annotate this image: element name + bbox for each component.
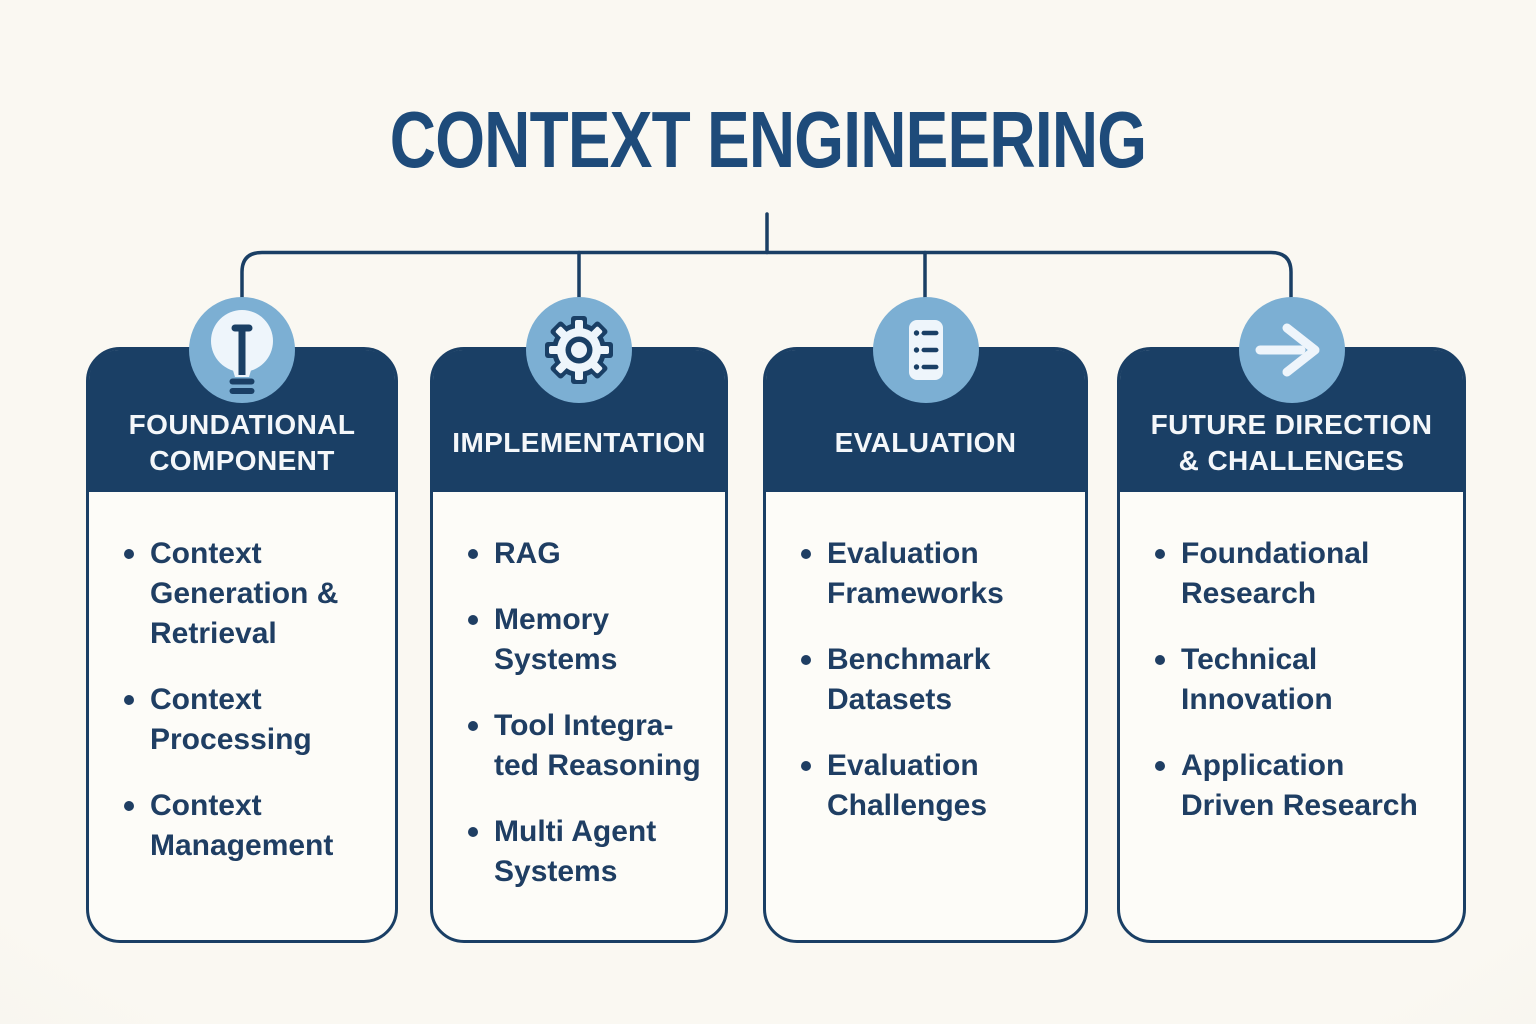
gear-icon	[545, 316, 613, 384]
list-item: Memory Systems	[467, 600, 711, 680]
card-header-title: EVALUATION	[834, 427, 1017, 458]
list-item: Context Management	[123, 786, 381, 866]
list-item: Technical Innovation	[1154, 640, 1449, 720]
card-header: FOUNDATIONAL COMPONENT	[89, 350, 395, 492]
list-item: Evaluation Frameworks	[800, 534, 1071, 614]
card-header: FUTURE DIRECTION & CHALLENGES	[1120, 350, 1463, 492]
icon-badge	[189, 297, 295, 403]
list-item: Application Driven Research	[1154, 746, 1449, 826]
icon-badge	[872, 297, 979, 403]
card-header-title: FOUNDATIONAL COMPONENT	[128, 409, 356, 476]
lightbulb-icon	[211, 310, 273, 394]
card-header-title: IMPLEMENTATION	[452, 427, 706, 458]
page-title: CONTEXT ENGINEERING	[389, 95, 1147, 184]
list-item: Tool Integra- ted Reasoning	[467, 706, 711, 786]
list-item: Context Generation & Retrieval	[123, 534, 381, 654]
list-item: Multi Agent Systems	[467, 812, 711, 892]
icon-badge	[1238, 297, 1345, 403]
list-icon	[908, 320, 943, 380]
arrow-right-icon	[1255, 323, 1319, 377]
card-foundational-component: FOUNDATIONAL COMPONENT Context Generatio…	[86, 297, 398, 943]
list-item: Evaluation Challenges	[800, 746, 1071, 826]
list-item: Context Processing	[123, 680, 381, 760]
card-future-direction-challenges: FUTURE DIRECTION & CHALLENGES Foundation…	[1117, 297, 1466, 943]
list-item: Benchmark Datasets	[800, 640, 1071, 720]
icon-badge	[526, 297, 632, 403]
card-header-title: FUTURE DIRECTION & CHALLENGES	[1150, 409, 1433, 476]
list-item: RAG	[467, 534, 711, 574]
list-item: Foundational Research	[1154, 534, 1449, 614]
